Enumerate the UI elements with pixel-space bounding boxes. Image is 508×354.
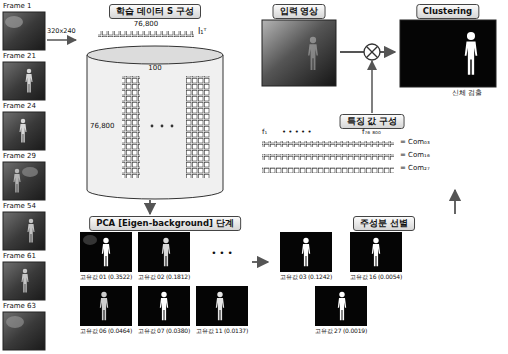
selected-images	[280, 232, 402, 326]
ellipsis: • • • • •	[282, 128, 312, 136]
frame-label: Frame 63	[3, 302, 36, 310]
eigen-label: 고유값 06 (0.0464)	[80, 328, 132, 335]
panel-heading: 특징 값 구성	[340, 114, 405, 129]
frame-label: Frame 21	[3, 52, 36, 60]
frame-image	[3, 12, 45, 50]
frame-label: Frame 29	[3, 152, 36, 160]
eigen-label: 고유값 11 (0.0137)	[196, 328, 248, 335]
eigen-label: 고유값 02 (0.1812)	[138, 274, 190, 281]
frame-image	[3, 262, 45, 300]
multiply-symbol	[364, 44, 380, 60]
frame-image	[3, 112, 45, 150]
database-cylinder	[87, 46, 223, 199]
flow-arrow	[252, 261, 268, 263]
dimension-label: 100	[148, 64, 161, 72]
frame-label: Frame 1	[3, 2, 32, 10]
vector-label: I₁ᵀ	[198, 27, 207, 36]
frame-label: Frame 24	[3, 102, 36, 110]
eigen-label: 고유값 01 (0.3522)	[80, 274, 132, 281]
frame-image	[3, 212, 45, 250]
eigen-label: 고유값 07 (0.0380)	[138, 328, 190, 335]
panel-heading: Clustering	[416, 4, 479, 19]
vector-row	[98, 31, 194, 37]
feature-arrow	[371, 61, 373, 113]
result-label: 신체 검출	[452, 89, 482, 97]
clustering-panel: Clustering	[395, 2, 500, 102]
selection-panel: 주성분 선별	[268, 214, 500, 352]
panel-heading: 학습 데이터 S 구성	[109, 4, 201, 19]
flow-arrow	[454, 190, 456, 214]
eigen-images	[80, 232, 248, 326]
component-label: = Com₂₇	[400, 164, 430, 172]
frame-image	[3, 62, 45, 100]
ellipsis: • • •	[211, 248, 233, 258]
feature-panel: 특징 값 구성	[250, 112, 494, 190]
feature-label: f₁	[262, 128, 267, 136]
eigen-label: 고유값 16 (0.0054)	[350, 274, 402, 281]
frame-label: Frame 54	[3, 202, 36, 210]
panel-heading: 주성분 선별	[353, 216, 415, 231]
eigen-label: 고유값 27 (0.0019)	[315, 328, 367, 335]
frame-label: Frame 61	[3, 252, 36, 260]
training-panel: 학습 데이터 S 구성	[78, 2, 232, 200]
input-arrow	[47, 39, 76, 41]
input-panel: 입력 영상	[258, 2, 340, 90]
clustering-image	[400, 20, 496, 87]
feature-label: f₇₆ ₈₀₀	[362, 128, 381, 136]
dimension-label: 76,800	[134, 20, 159, 28]
component-label: = Com₁₆	[400, 151, 430, 159]
size-label: 320x240	[47, 28, 76, 35]
frame-image	[3, 162, 45, 200]
flow-arrow	[149, 200, 151, 214]
component-label: = Com₀₃	[400, 138, 430, 146]
panel-heading: PCA [Eigen-background] 단계	[89, 216, 241, 231]
frame-thumbnails	[3, 12, 45, 350]
dimension-label: 76,800	[90, 122, 115, 130]
panel-heading: 입력 영상	[273, 4, 326, 19]
frame-image	[3, 312, 45, 350]
input-image	[262, 20, 336, 86]
eigen-label: 고유값 03 (0.1242)	[280, 274, 332, 281]
feature-rows	[262, 141, 394, 173]
